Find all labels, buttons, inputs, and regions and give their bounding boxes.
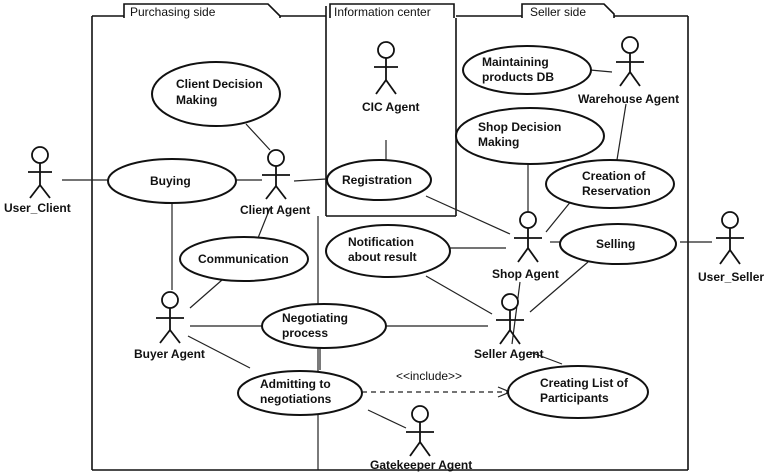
usecase-communication-label: Communication (198, 252, 289, 266)
usecase-registration: Registration (326, 159, 432, 201)
package-purchasing: Purchasing side (91, 3, 326, 471)
usecase-negotiating-process: Negotiating process (261, 303, 387, 349)
usecase-notification-label-2: about result (348, 250, 417, 264)
package-label-seller: Seller side (530, 5, 586, 19)
actor-client-agent-label: Client Agent (240, 203, 310, 217)
usecase-maintaining-label-2: products DB (482, 70, 554, 84)
actor-user-seller-label: User_Seller (698, 270, 764, 284)
usecase-client-decision-label-2: Making (176, 93, 217, 107)
usecase-negotiating-label-2: process (282, 326, 328, 340)
usecase-selling-label: Selling (596, 237, 635, 251)
actor-buyer-agent: Buyer Agent (134, 291, 205, 361)
usecase-creating-list-label-1: Creating List of (540, 376, 629, 390)
actor-warehouse-agent: Warehouse Agent (578, 36, 679, 106)
actor-buyer-agent-label: Buyer Agent (134, 347, 205, 361)
actor-user-client: User_Client (4, 146, 71, 215)
usecase-client-decision-label-1: Client Decision (176, 77, 263, 91)
actor-gatekeeper-agent: Gatekeeper Agent (370, 405, 472, 472)
usecase-admitting-label-2: negotiations (260, 392, 332, 406)
usecase-creation-label-1: Creation of (582, 169, 646, 183)
actor-user-client-label: User_Client (4, 201, 71, 215)
usecase-communication: Communication (179, 236, 309, 282)
actor-seller-agent: Seller Agent (474, 293, 544, 361)
package-label-purchasing: Purchasing side (130, 5, 216, 19)
usecase-registration-label: Registration (342, 173, 412, 187)
package-seller: Seller side (318, 3, 689, 471)
usecase-shop-decision-label-2: Making (478, 135, 519, 149)
include-label: <<include>> (396, 369, 462, 383)
usecase-notification-about-result: Notification about result (325, 224, 451, 278)
usecase-buying: Buying (107, 158, 237, 204)
usecase-creation-of-reservation: Creation of Reservation (545, 159, 675, 209)
usecase-notification-label-1: Notification (348, 235, 414, 249)
actor-shop-agent-label: Shop Agent (492, 267, 559, 281)
actor-cic-agent-label: CIC Agent (362, 100, 420, 114)
usecase-negotiating-label-1: Negotiating (282, 311, 348, 325)
actor-gatekeeper-agent-label: Gatekeeper Agent (370, 458, 472, 472)
actor-user-seller: User_Seller (698, 211, 764, 284)
usecase-buying-label: Buying (150, 174, 191, 188)
usecase-creating-list-of-participants: Creating List of Participants (507, 365, 649, 419)
usecase-creation-label-2: Reservation (582, 184, 651, 198)
usecase-admitting-label-1: Admitting to (260, 377, 331, 391)
usecase-creating-list-label-2: Participants (540, 391, 609, 405)
actor-warehouse-agent-label: Warehouse Agent (578, 92, 679, 106)
usecase-client-decision-making: Client Decision Making (151, 61, 281, 127)
actor-cic-agent: CIC Agent (362, 41, 420, 114)
usecase-maintaining-label-1: Maintaining (482, 55, 549, 69)
usecase-shop-decision-making: Shop Decision Making (455, 107, 605, 165)
actor-client-agent: Client Agent (240, 149, 310, 217)
include-dependency: <<include>> (362, 369, 512, 398)
package-label-info: Information center (334, 5, 431, 19)
usecase-shop-decision-label-1: Shop Decision (478, 120, 561, 134)
usecase-selling: Selling (559, 223, 677, 265)
usecase-maintaining-products-db: Maintaining products DB (462, 45, 592, 95)
actor-shop-agent: Shop Agent (492, 211, 559, 281)
associations (62, 69, 712, 429)
actor-seller-agent-label: Seller Agent (474, 347, 544, 361)
usecase-admitting-to-negotiations: Admitting to negotiations (237, 370, 363, 416)
